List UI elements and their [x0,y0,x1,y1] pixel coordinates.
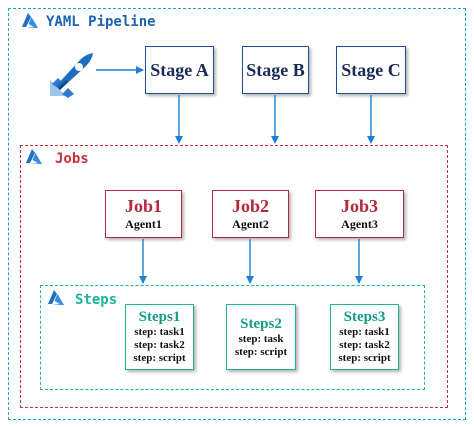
azure-logo-icon [48,290,64,305]
job-title: Job3 [340,196,378,216]
jobs-title: Jobs [55,151,89,167]
stage-label: Stage A [150,59,209,80]
azure-pipelines-rocket-icon [50,53,93,98]
job-2-box: Job2 Agent2 [212,190,289,238]
step-line: step: task1 [134,326,185,338]
steps-title: Steps1 [138,309,181,325]
step-line: step: task [238,332,284,345]
stage-a-box: Stage A [145,46,214,94]
steps-title: Steps3 [343,309,386,325]
job-title: Job1 [124,196,162,216]
job-agent: Agent1 [125,217,162,231]
job-3-box: Job3 Agent3 [315,190,404,238]
step-line: step: task2 [339,339,390,351]
steps-3-box: Steps3 step: task1 step: task2 step: scr… [330,304,399,370]
job-1-box: Job1 Agent1 [105,190,182,238]
job-title: Job2 [231,196,269,216]
steps-1-box: Steps1 step: task1 step: task2 step: scr… [125,304,194,370]
azure-logo-icon [22,13,38,28]
step-line: step: task2 [134,339,185,351]
steps-title: Steps2 [240,315,282,332]
job-agent: Agent2 [232,217,269,231]
azure-logo-icon [26,149,42,164]
pipeline-title: YAML Pipeline [46,14,156,30]
stage-label: Stage B [246,59,305,80]
steps-title: Steps [75,292,118,308]
job-agent: Agent3 [341,217,378,231]
step-line: step: script [338,352,391,364]
step-line: step: task1 [339,326,390,338]
step-line: step: script [234,345,288,358]
pipeline-frame [8,8,466,420]
step-line: step: script [133,352,186,364]
jobs-frame [20,145,448,408]
stage-c-box: Stage C [336,46,406,94]
stage-b-box: Stage B [242,46,309,94]
stage-label: Stage C [341,59,401,80]
steps-frame [40,285,425,390]
steps-2-box: Steps2 step: task step: script [226,304,296,370]
